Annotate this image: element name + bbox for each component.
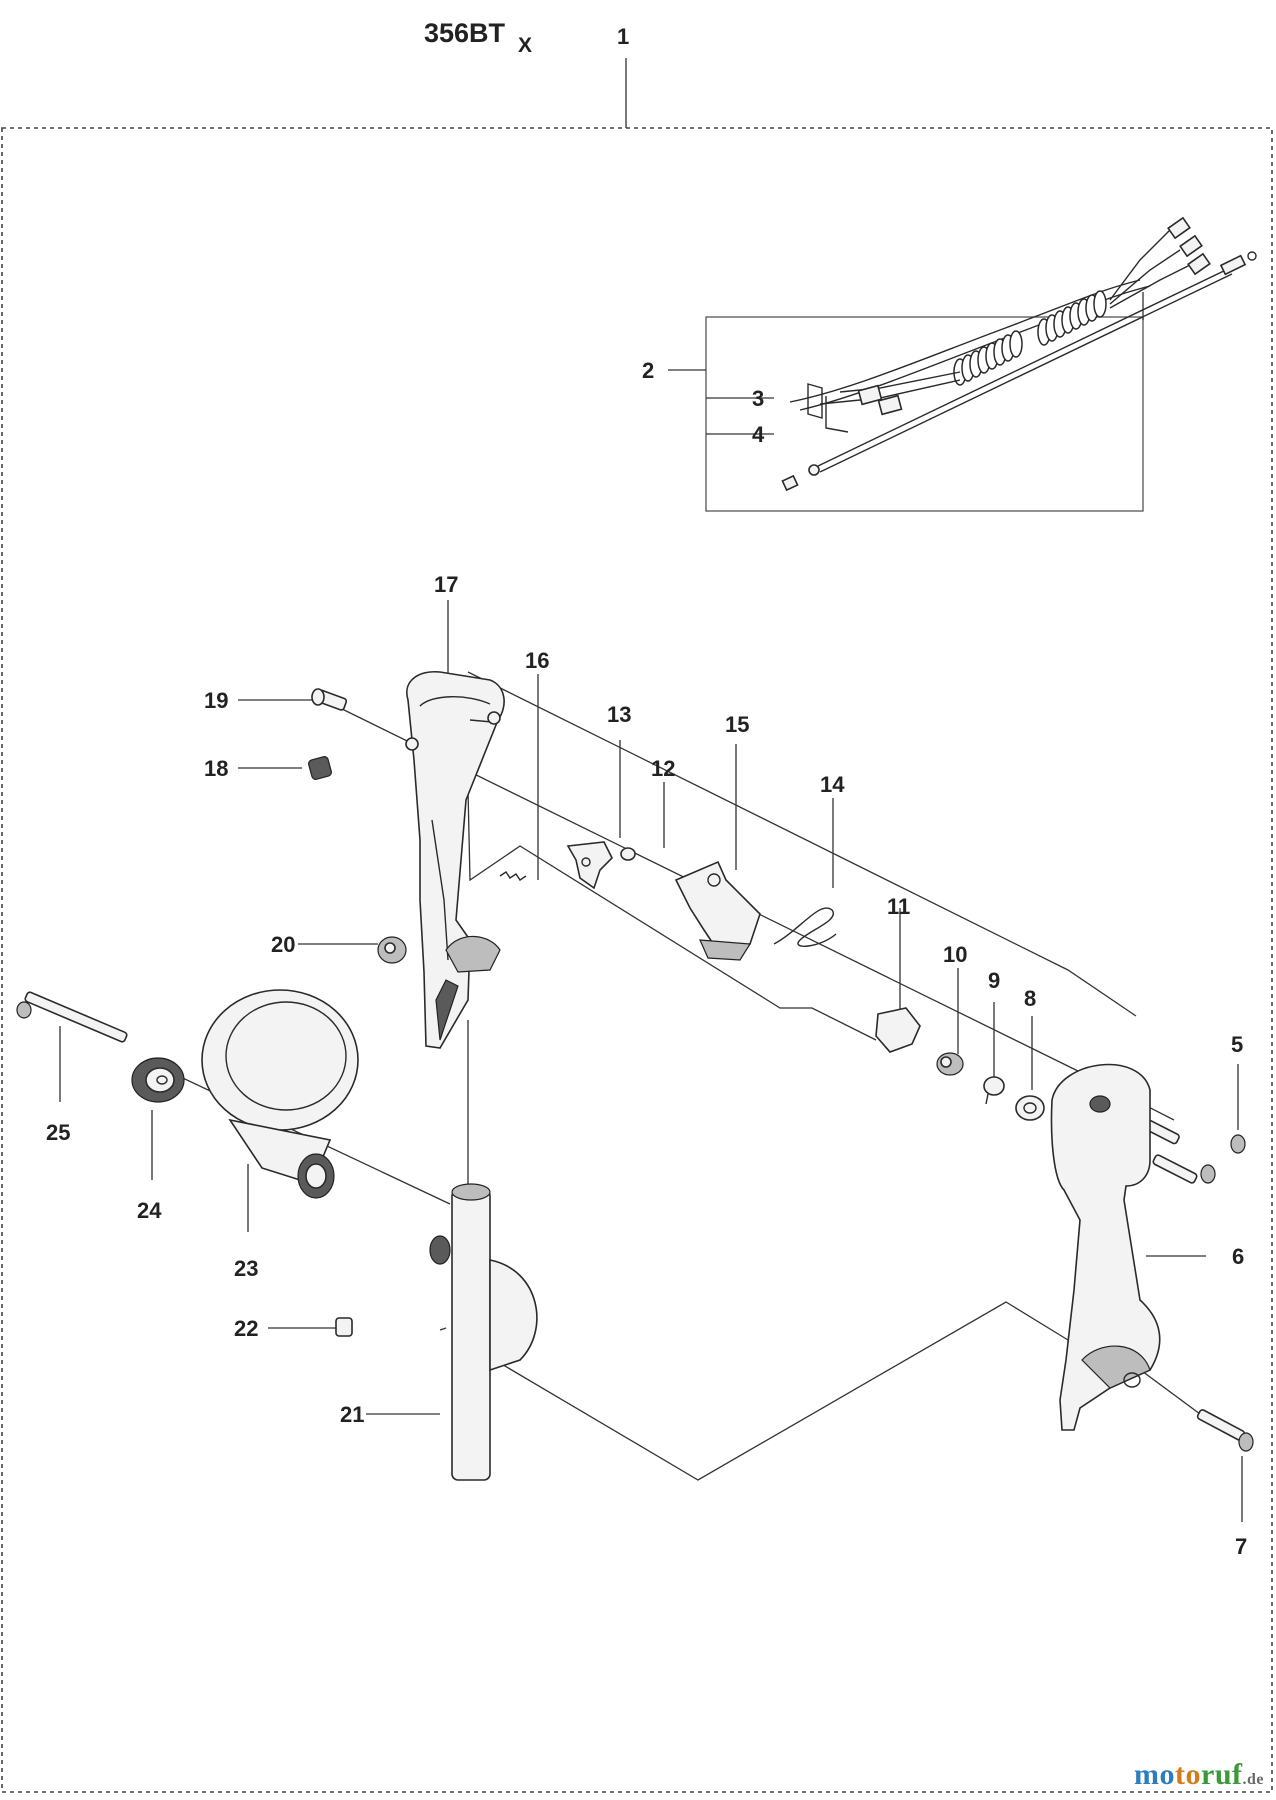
clamp-ring-part-23 (201, 989, 359, 1199)
nut-part-20 (377, 936, 407, 964)
callout-7: 7 (1235, 1534, 1247, 1559)
callout-25: 25 (46, 1120, 70, 1145)
callout-9: 9 (988, 968, 1000, 993)
callout-15: 15 (725, 712, 749, 737)
callout-19: 19 (204, 688, 228, 713)
callout-24: 24 (137, 1198, 162, 1223)
callout-2: 2 (642, 358, 654, 383)
callout-23: 23 (234, 1256, 258, 1281)
callout-6: 6 (1232, 1244, 1244, 1269)
callout-22: 22 (234, 1316, 258, 1341)
watermark-part-2: to (1175, 1758, 1201, 1791)
callout-14: 14 (820, 772, 845, 797)
wiring-harness (668, 216, 1257, 512)
bolt-part-25 (16, 991, 128, 1043)
bolt-part-19 (311, 688, 348, 711)
callout-1: 1 (617, 24, 629, 49)
callout-16: 16 (525, 648, 549, 673)
assembly-frame (1, 127, 1273, 1793)
clamp-part-11 (875, 1007, 921, 1053)
screws-part-5 (1140, 1117, 1246, 1184)
nut-part-22 (335, 1317, 353, 1337)
bolt-part-7 (1196, 1409, 1254, 1452)
callout-10: 10 (943, 942, 967, 967)
watermark-part-1: mo (1134, 1758, 1175, 1791)
watermark-tld: .de (1242, 1771, 1264, 1788)
spring-part-16 (499, 871, 527, 881)
callout-labels: 1 2 3 4 5 6 7 8 9 10 11 12 13 14 15 16 1… (46, 24, 1247, 1559)
handle-housing-part-17 (405, 671, 505, 1049)
callout-11: 11 (887, 894, 910, 919)
callout-20: 20 (271, 932, 295, 957)
callout-4: 4 (752, 422, 765, 447)
callout-3: 3 (752, 386, 764, 411)
clip-part-18 (308, 756, 332, 780)
lever-part-13 (566, 841, 613, 890)
knob-part-24 (131, 1057, 185, 1103)
callout-5: 5 (1231, 1032, 1243, 1057)
screw-part-12 (620, 847, 636, 861)
callout-12: 12 (651, 756, 675, 781)
washer-part-9 (983, 1076, 1005, 1105)
tube-part-21 (429, 1183, 538, 1481)
callout-13: 13 (607, 702, 631, 727)
watermark-part-3: ruf (1201, 1758, 1243, 1791)
spring-part-14 (773, 907, 837, 947)
callout-8: 8 (1024, 986, 1036, 1011)
watermark-logo: motoruf.de (1134, 1758, 1264, 1792)
rear-handle-part-6 (1050, 1063, 1161, 1431)
star-washer-part-8 (1015, 1095, 1045, 1121)
diagram-title: 356BT X (424, 18, 532, 57)
callout-21: 21 (340, 1402, 364, 1427)
callout-18: 18 (204, 756, 228, 781)
model-name: 356BT (424, 18, 506, 48)
trigger-part-15 (674, 860, 761, 961)
model-suffix: X (518, 34, 532, 57)
callout-17: 17 (434, 572, 458, 597)
nut-part-10 (936, 1052, 964, 1076)
